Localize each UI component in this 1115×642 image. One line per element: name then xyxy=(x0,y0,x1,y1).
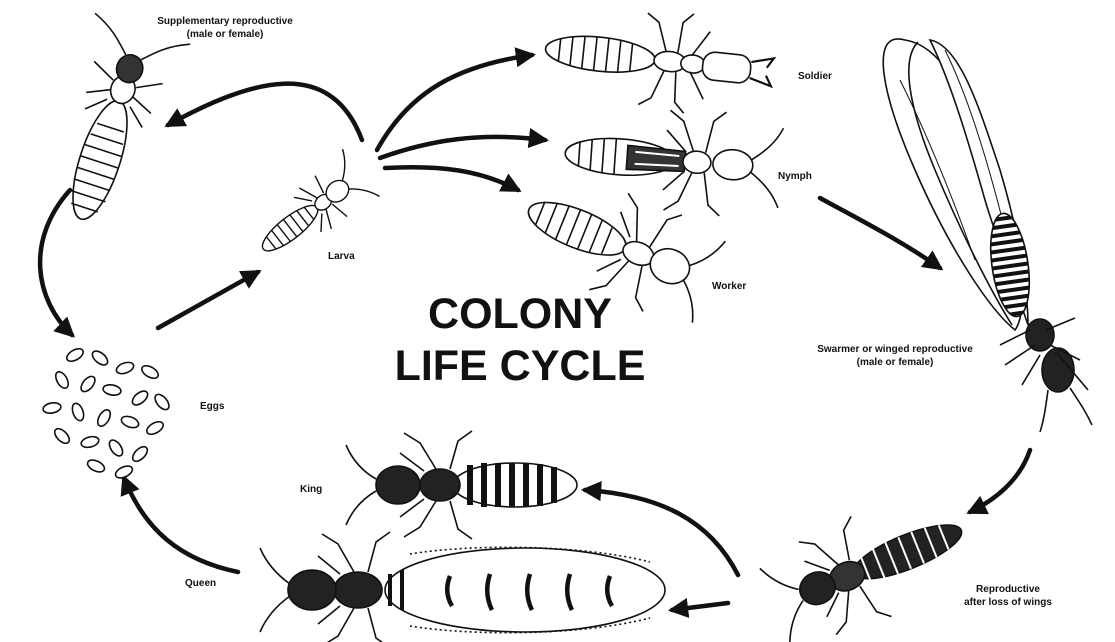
arrow-nymph-to-swarmer xyxy=(820,198,940,268)
label-supplementary-line2: (male or female) xyxy=(115,28,335,41)
larva-termite-illustration xyxy=(245,149,380,273)
label-swarmer-line2: (male or female) xyxy=(765,356,1025,369)
label-soldier: Soldier xyxy=(798,70,832,83)
diagram-title: COLONY LIFE CYCLE xyxy=(330,288,710,392)
egg-cluster-illustration xyxy=(42,346,171,480)
label-nymph: Nymph xyxy=(778,170,812,183)
arrow-supplementary-to-eggs xyxy=(40,190,72,335)
queen-termite-illustration xyxy=(260,532,665,642)
label-reproductive-line2: after loss of wings xyxy=(928,596,1088,609)
diagram-title-line2: LIFE CYCLE xyxy=(330,340,710,392)
arrow-eggs-to-larva xyxy=(158,272,258,328)
diagram-title-line1: COLONY xyxy=(330,288,710,340)
arrow-swarmer-to-dealate xyxy=(970,450,1030,512)
arrow-larva-to-nymph xyxy=(380,137,545,158)
label-worker: Worker xyxy=(712,280,746,293)
label-eggs: Eggs xyxy=(200,400,224,413)
label-supplementary-reproductive: Supplementary reproductive (male or fema… xyxy=(115,15,335,41)
label-larva: Larva xyxy=(328,250,355,263)
label-reproductive-after-loss: Reproductive after loss of wings xyxy=(928,583,1088,609)
label-swarmer: Swarmer or winged reproductive (male or … xyxy=(765,343,1025,369)
nymph-termite-illustration xyxy=(562,101,785,220)
arrow-larva-to-worker xyxy=(385,167,518,190)
king-termite-illustration xyxy=(346,431,577,539)
swarmer-winged-termite-illustration xyxy=(883,39,1092,432)
dealate-reproductive-termite-illustration xyxy=(755,480,982,642)
arrow-larva-to-supplementary xyxy=(168,84,362,140)
label-queen: Queen xyxy=(185,577,216,590)
label-supplementary-line1: Supplementary reproductive xyxy=(115,15,335,28)
arrow-dealate-to-queen xyxy=(672,603,728,610)
label-king: King xyxy=(300,483,322,496)
arrow-queen-to-eggs xyxy=(124,478,238,572)
label-swarmer-line1: Swarmer or winged reproductive xyxy=(765,343,1025,356)
soldier-termite-illustration xyxy=(540,0,777,122)
label-reproductive-line1: Reproductive xyxy=(928,583,1088,596)
